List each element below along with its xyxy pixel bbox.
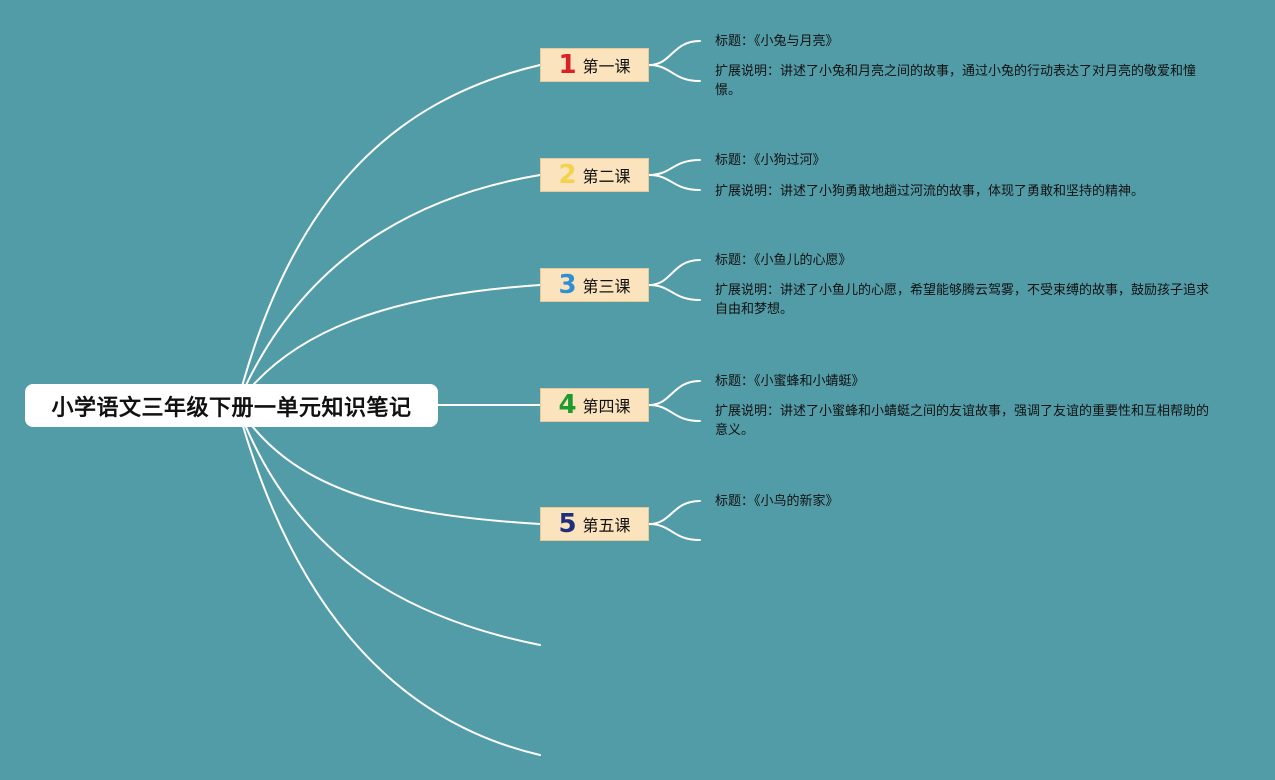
lesson-number: 5 [558, 509, 577, 539]
lesson-label: 第二课 [582, 167, 631, 186]
root-topic-label: 小学语文三年级下册一单元知识笔记 [51, 395, 412, 421]
connector-lesson-2 [236, 174, 541, 406]
fork-4-bottom [648, 404, 701, 422]
lesson-label: 第四课 [582, 397, 631, 416]
lesson-label: 第五课 [582, 516, 631, 535]
fork-2-bottom [648, 174, 701, 191]
lesson-number: 2 [558, 160, 577, 190]
fork-2-top [648, 159, 701, 176]
lesson-node-3[interactable]: 3 第三课 [540, 268, 649, 302]
connector-lesson-5 [236, 404, 541, 525]
root-topic[interactable]: 小学语文三年级下册一单元知识笔记 [25, 384, 438, 427]
lesson-2-title: 标题：《小狗过河》 [715, 153, 826, 168]
fork-5-top [648, 500, 701, 525]
fork-3-top [648, 259, 701, 286]
lesson-node-5[interactable]: 5 第五课 [540, 507, 649, 541]
lesson-2-desc: 扩展说明：讲述了小狗勇敢地趟过河流的故事，体现了勇敢和坚持的精神。 [715, 184, 1145, 199]
lesson-1-title: 标题：《小兔与月亮》 [715, 34, 839, 49]
lesson-node-2[interactable]: 2 第二课 [540, 158, 649, 192]
connector-lesson-3 [236, 284, 541, 406]
lesson-1-desc: 扩展说明：讲述了小兔和月亮之间的故事，通过小兔的行动表达了对月亮的敬爱和憧憬。 [715, 64, 1197, 98]
lesson-5-title: 标题：《小鸟的新家》 [715, 494, 839, 509]
connector-lesson-1 [236, 64, 541, 406]
lesson-4-desc: 扩展说明：讲述了小蜜蜂和小蜻蜓之间的友谊故事，强调了友谊的重要性和互相帮助的意义… [715, 404, 1210, 438]
lesson-label: 第一课 [582, 57, 631, 76]
lesson-3-title: 标题：《小鱼儿的心愿》 [715, 253, 852, 268]
lesson-3-desc: 扩展说明：讲述了小鱼儿的心愿，希望能够腾云驾雾，不受束缚的故事，鼓励孩子追求自由… [715, 283, 1210, 317]
lesson-node-1[interactable]: 1 第一课 [540, 48, 649, 82]
lesson-number: 1 [558, 50, 577, 80]
fork-1-top [648, 40, 701, 66]
connector-empty-6 [236, 404, 541, 646]
lesson-label: 第三课 [582, 277, 631, 296]
fork-4-top [648, 380, 701, 406]
lesson-4-title: 标题：《小蜜蜂和小蜻蜓》 [715, 374, 865, 389]
lesson-number: 3 [558, 270, 577, 300]
connector-empty-7 [236, 404, 541, 756]
lesson-node-4[interactable]: 4 第四课 [540, 388, 649, 422]
fork-1-bottom [648, 64, 701, 82]
lesson-number: 4 [558, 390, 577, 420]
fork-5-bottom [648, 523, 701, 541]
fork-3-bottom [648, 284, 701, 301]
